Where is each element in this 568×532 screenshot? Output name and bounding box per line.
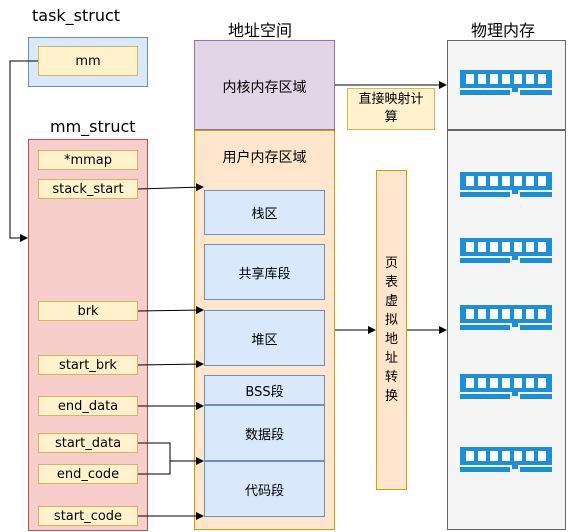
page-table-box: 页表虚拟地址转换 [376,170,407,490]
end-code-line [138,461,171,475]
mm-to-mm-struct-arrow [9,60,38,242]
start-brk-arrow [137,360,204,369]
direct-mapping-label: 直接映射计算 [358,92,424,125]
stack-start-field: stack_start [38,179,138,199]
address-space-title: 地址空间 [228,21,293,40]
start-data-field: start_data [38,433,138,453]
ram-module-icon [458,372,554,402]
kernel-region [194,40,335,130]
heap-segment: 堆区 [204,310,325,366]
data-segment: 数据段 [204,405,325,461]
brk-field: brk [38,301,138,321]
user-region-label: 用户内存区域 [222,150,307,166]
bss-segment: BSS段 [204,375,325,405]
direct-mapping-box: 直接映射计算 [347,88,435,130]
stack-start-arrow [137,183,204,192]
start-data-line [138,442,171,461]
end-code-field: end_code [38,464,138,484]
mm-struct-title: mm_struct [50,117,136,136]
kernel-region-label: 内核内存区域 [222,80,307,96]
task-struct-title: task_struct [32,6,121,25]
end-data-field: end_data [38,396,138,416]
ram-module-icon [458,236,554,266]
physical-memory-title: 物理内存 [471,21,536,40]
ram-module-icon [458,68,554,98]
mm-field: mm [38,46,138,76]
stack-segment: 栈区 [204,190,325,235]
ram-module-icon [458,445,554,475]
code-segment: 代码段 [204,461,325,517]
page-table-label: 页表虚拟地址转换 [384,256,398,404]
start-code-field: start_code [38,506,138,526]
ram-module-icon [458,303,554,333]
shared-lib-segment: 共享库段 [204,244,325,300]
start-brk-field: start_brk [38,355,138,375]
mmap-field: *mmap [38,150,138,170]
ram-module-icon [458,170,554,200]
brk-arrow [137,306,204,315]
